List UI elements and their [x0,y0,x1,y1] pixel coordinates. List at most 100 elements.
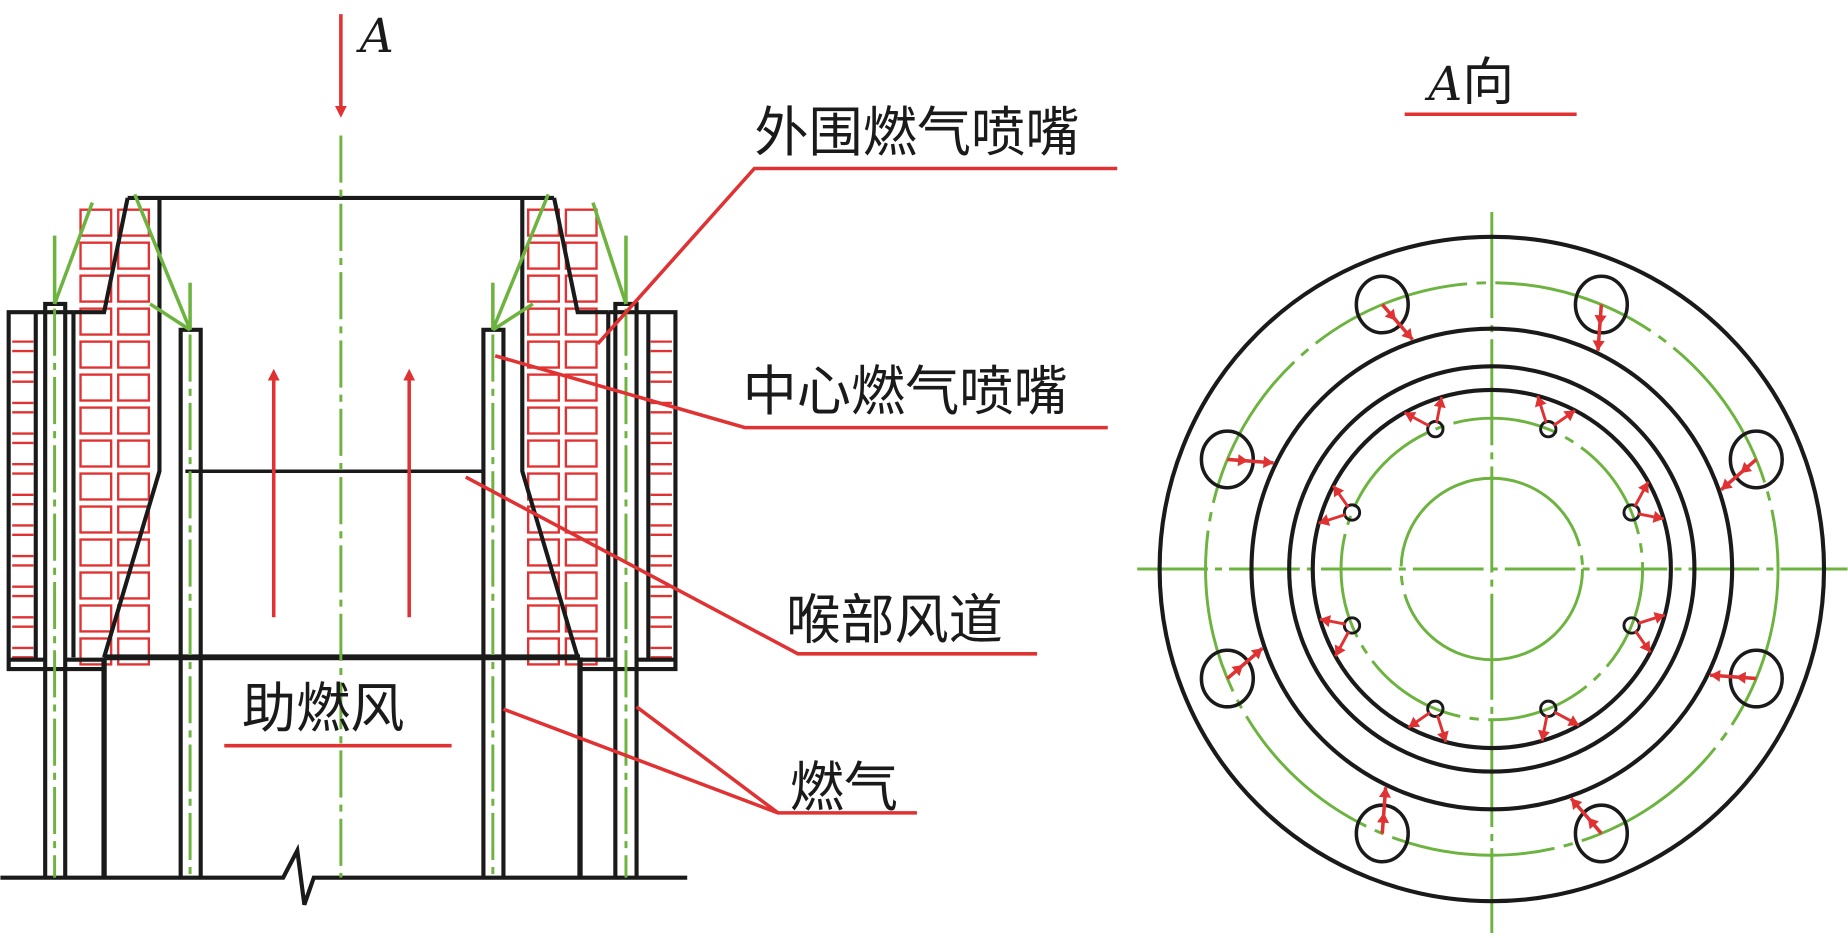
jet-arrowhead [1710,669,1721,682]
label-gas: 燃气 [790,756,898,819]
throat-circle [1399,476,1584,662]
refractory-brick [527,505,560,534]
center-nozzle [1537,699,1580,742]
jet-arrowhead [1437,730,1449,743]
jet-arrowhead [1652,510,1664,523]
jet-arrowhead [1735,671,1746,684]
refractory-brick [117,505,151,534]
outer-nozzle-circle [1728,648,1784,709]
refractory-brick [79,340,113,369]
leader-center-nozzle [494,354,1108,430]
refractory-brick [564,571,598,600]
jet-arrowhead [1231,664,1244,677]
center-nozzle [1534,395,1576,439]
jet-arrowhead [1594,314,1607,326]
center-nozzle-circle [1426,420,1445,439]
refractory-brick [527,274,560,303]
refractory-brick [117,439,151,468]
burner-outline [0,195,688,906]
end-view-title: A向 [1424,53,1514,113]
outer-nozzle-circle [1199,429,1256,490]
refractory-brick [564,274,598,303]
jet-arrowhead [1408,716,1421,728]
label-combustion-air: 助燃风 [242,677,405,740]
center-nozzle-circle [1426,699,1445,718]
refractory-brick [117,340,151,369]
jet-arrowhead [1587,817,1599,830]
center-nozzle-circle [1622,503,1641,522]
refractory-brick [117,571,151,600]
center-nozzle [1407,699,1449,743]
refractory-brick [117,373,151,402]
airflow-arrows [267,368,416,618]
outer-pitch-circle [1204,281,1780,857]
jet-arrowhead [1567,715,1580,726]
gas-jet-lines [52,193,628,332]
view-arrow-label: A [356,9,394,64]
jet-arrowhead [1721,478,1733,490]
center-nozzle [1622,481,1664,523]
jet-arrowhead [1319,615,1331,628]
jet-arrowhead [1638,481,1649,494]
refractory-brick [527,439,560,468]
refractory-brick [527,637,560,666]
refractory-brick [79,439,113,468]
center-nozzle [1622,612,1666,654]
refractory-brick [117,241,151,270]
refractory-brick [564,307,598,336]
refractory-brick [527,241,560,270]
end-view-rings [1137,212,1848,933]
outer-nozzle [1709,648,1784,709]
refractory-brick [117,604,151,633]
refractory-brick [117,637,151,666]
leader-lines [224,112,1577,815]
outer-nozzle-circle [1354,274,1410,335]
jet-arrowhead [1263,456,1274,469]
center-nozzle-circle [1342,616,1362,635]
refractory-brick [527,571,560,600]
jet-arrowhead [1537,729,1550,741]
refractory-brick [79,505,113,534]
ring-2 [1287,364,1697,774]
refractory-brick [79,538,113,567]
jet-arrowhead [1639,640,1651,653]
outer-nozzle-circle [1573,274,1630,335]
refractory-brick [117,208,151,237]
label-center-nozzle: 中心燃气喷嘴 [743,360,1068,423]
refractory-brick [527,604,560,633]
ring-1 [1249,326,1735,812]
outer-nozzle [1720,429,1784,492]
jet-arrowhead [1318,514,1331,526]
leader-throat [464,475,1038,656]
leader-outer-nozzle [596,166,1118,346]
refractory-brick [117,307,151,336]
jet-arrowhead [1592,340,1605,351]
ring-0 [1157,234,1827,904]
jet-arrowhead [1378,787,1391,798]
end-view: A向 [1137,53,1848,933]
section-view: A 外围燃气喷嘴 中心燃气喷嘴 喉部风道 燃气 助燃风 [0,9,1577,906]
label-throat-duct: 喉部风道 [786,588,1003,651]
outer-nozzle [1354,274,1414,341]
outer-nozzle-circle [1573,803,1630,864]
refractory-brick [564,439,598,468]
label-outer-nozzle: 外围燃气喷嘴 [754,101,1079,164]
jet-arrowhead [1237,454,1249,467]
refractory-brick [564,406,598,435]
refractory-brick [79,406,113,435]
jet-arrowhead [1404,412,1417,423]
refractory-brick [564,208,598,237]
outer-nozzle [1354,787,1410,864]
center-nozzle [1318,484,1362,526]
jet-arrowhead [1534,395,1547,408]
jet-arrowhead [1384,308,1396,321]
refractory-brick [527,307,560,336]
center-nozzle-circle [1539,420,1558,439]
center-nozzle [1403,396,1446,439]
outer-nozzle [1569,797,1630,864]
refractory-brick [527,472,560,501]
refractory-brick [564,373,598,402]
jet-arrowhead [1333,485,1345,498]
refractory-brick [117,472,151,501]
